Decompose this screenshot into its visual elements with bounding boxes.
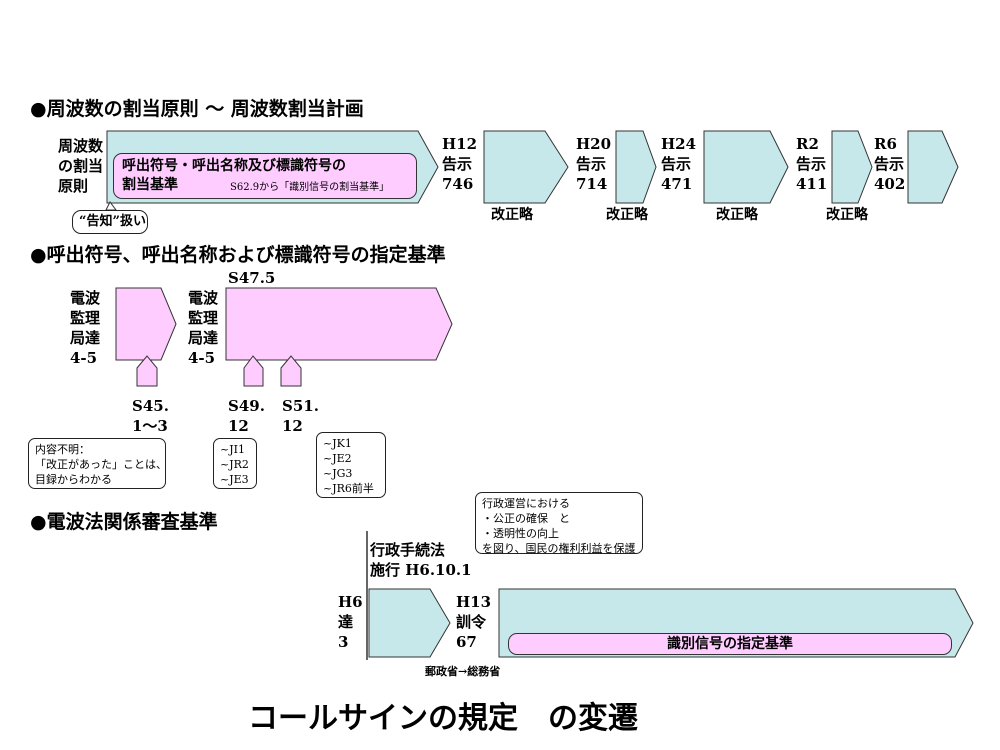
h6-arrow <box>368 588 451 658</box>
h20-arrow <box>615 130 657 204</box>
notice-treatment-tag: “告知”扱い <box>72 210 148 234</box>
s51-code-range-note: ~JK1 ~JE2 ~JG3 ~JR6前半 <box>316 432 386 498</box>
s45-date-label: S45. 1～3 <box>132 397 169 435</box>
radio-bureau-arrow-1 <box>115 287 177 361</box>
h12-arrow <box>483 130 569 204</box>
section-heading-call-sign-criteria: ●呼出符号、呼出名称および標識符号の指定基準 <box>30 244 446 266</box>
revision-marker-s45 <box>136 355 158 387</box>
r2-arrow <box>831 130 873 204</box>
h12-notice-label: H12 告示 746 <box>442 135 478 193</box>
ministry-transition-note: 郵政省→総務省 <box>425 665 501 678</box>
revision-omitted-label-1: 改正略 <box>491 207 533 223</box>
content-unknown-note: 内容不明： 「改正があった」ことは、 目録からわかる <box>28 438 167 489</box>
revision-marker-s49 <box>243 355 264 387</box>
radio-bureau-directive-label-1: 電波 監理 局達 4-5 <box>70 289 101 367</box>
s49-date-label: S49. 12 <box>228 397 265 435</box>
revision-marker-s51 <box>280 355 302 387</box>
administrative-procedure-act-label: 行政手続法 施行 H6.10.1 <box>370 541 472 579</box>
revision-omitted-label-3: 改正略 <box>716 207 758 223</box>
r6-arrow <box>907 130 959 204</box>
r2-notice-label: R2 告示 411 <box>796 135 828 193</box>
revision-omitted-label-2: 改正略 <box>606 207 648 223</box>
h24-notice-label: H24 告示 471 <box>661 135 697 193</box>
administrative-procedure-callout: 行政運営における ・公正の確保 と ・透明性の向上 を図り、国民の権利利益を保護 <box>475 492 643 555</box>
r6-notice-label: R6 告示 402 <box>874 135 906 193</box>
page-title: コールサインの規定 の変遷 <box>248 701 638 736</box>
s49-code-range-note: ~JI1 ~JR2 ~JE3 <box>213 438 257 489</box>
s51-date-label: S51. 12 <box>282 397 319 435</box>
designation-criteria-pill: 識別信号の指定基準 <box>508 633 952 655</box>
allocation-principle-label: 周波数 の割当 原則 <box>58 137 104 195</box>
radio-bureau-directive-label-2: 電波 監理 局達 4-5 <box>188 289 219 367</box>
allocation-criteria-note: S62.9から「識別信号の割当基準」 <box>230 182 390 193</box>
h13-directive-label: H13 訓令 67 <box>456 593 492 651</box>
h20-notice-label: H20 告示 714 <box>576 135 612 193</box>
h24-arrow <box>703 130 789 204</box>
h6-directive-label: H6 達 3 <box>338 593 363 651</box>
section-heading-radio-law-review: ●電波法関係審査基準 <box>30 511 218 533</box>
allocation-criteria-text: 呼出符号・呼出名称及び標識符号の 割当基準 <box>122 158 346 193</box>
designation-criteria-text: 識別信号の指定基準 <box>667 636 793 652</box>
s47-date-label: S47.5 <box>228 269 276 287</box>
radio-bureau-arrow-2 <box>225 287 453 361</box>
allocation-criteria-pill: 呼出符号・呼出名称及び標識符号の 割当基準 S62.9から「識別信号の割当基準」 <box>113 153 417 199</box>
revision-omitted-label-4: 改正略 <box>826 207 868 223</box>
section-heading-frequency-allocation: ●周波数の割当原則 ～ 周波数割当計画 <box>30 98 364 120</box>
